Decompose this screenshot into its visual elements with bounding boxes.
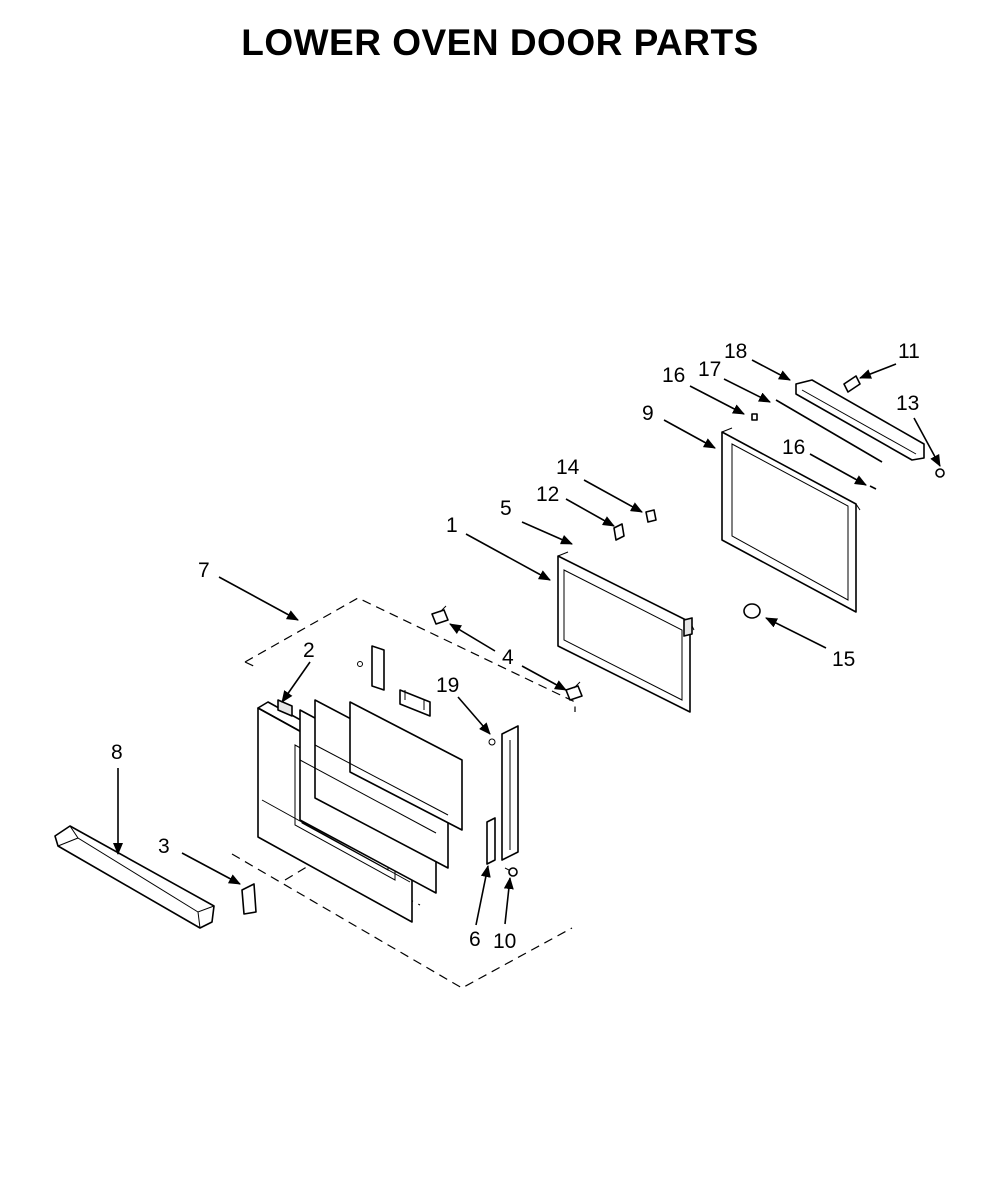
callout-16-upper: 16 bbox=[662, 364, 685, 387]
part-1-inner-frame bbox=[557, 551, 695, 713]
callout-labels: 1 2 3 4 5 6 7 8 9 10 11 12 13 14 15 16 1… bbox=[111, 340, 920, 953]
callout-8: 8 bbox=[111, 741, 123, 764]
callout-11: 11 bbox=[898, 340, 920, 363]
part-10-screw bbox=[504, 867, 518, 877]
part-2-clip bbox=[277, 699, 293, 717]
callout-7: 7 bbox=[198, 559, 210, 582]
part-18-vent bbox=[795, 379, 925, 461]
callout-2: 2 bbox=[303, 639, 315, 662]
part-9-glass-frame bbox=[721, 427, 861, 613]
part-6-hinge bbox=[486, 817, 496, 865]
callout-6: 6 bbox=[469, 928, 481, 951]
callout-13: 13 bbox=[896, 392, 919, 415]
part-12-clip bbox=[613, 523, 625, 541]
part-8-handle bbox=[54, 825, 215, 929]
callout-17: 17 bbox=[698, 358, 721, 381]
leader-lines bbox=[113, 359, 941, 926]
part-15-bumper bbox=[743, 603, 761, 619]
part-4-screws bbox=[431, 605, 583, 701]
part-3-bracket bbox=[241, 883, 257, 915]
part-14-clip bbox=[645, 509, 657, 523]
callout-14: 14 bbox=[556, 456, 580, 479]
left-channel bbox=[357, 645, 385, 691]
door-baffle bbox=[399, 689, 431, 717]
callout-18: 18 bbox=[724, 340, 747, 363]
hinge-bracket bbox=[488, 725, 519, 861]
part-16-spacers bbox=[751, 413, 877, 490]
callout-15: 15 bbox=[832, 648, 855, 671]
callout-10: 10 bbox=[493, 930, 516, 953]
callout-4: 4 bbox=[502, 646, 514, 669]
part-17-strip bbox=[775, 399, 883, 463]
diagram-title: LOWER OVEN DOOR PARTS bbox=[241, 22, 759, 63]
inner-glass-panels bbox=[299, 699, 463, 894]
callout-5: 5 bbox=[500, 497, 512, 520]
callout-9: 9 bbox=[642, 402, 654, 425]
part-13-screw bbox=[935, 468, 945, 478]
part-11-screw bbox=[843, 375, 861, 393]
callout-1: 1 bbox=[446, 514, 458, 537]
callout-3: 3 bbox=[158, 835, 170, 858]
callout-19: 19 bbox=[436, 674, 459, 697]
callout-16-lower: 16 bbox=[782, 436, 805, 459]
callout-12: 12 bbox=[536, 483, 559, 506]
